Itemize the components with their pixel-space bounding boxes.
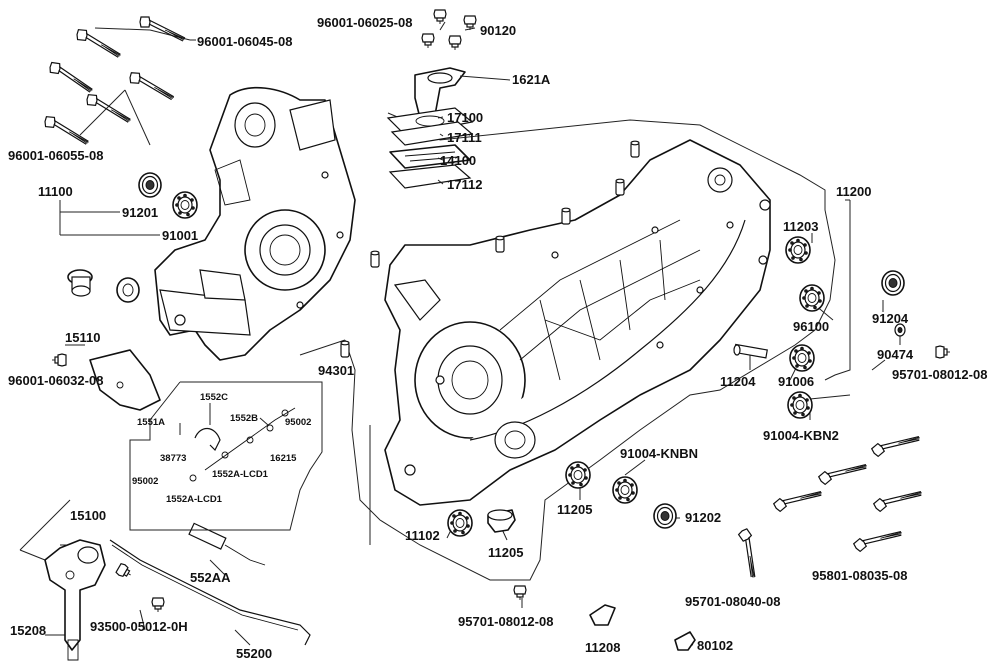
bolt-95701-08012-08-b (513, 585, 527, 601)
label-90120: 90120 (480, 23, 516, 38)
label-96001-06055-08: 96001-06055-08 (8, 148, 103, 163)
label-95701-08012-08-bottom: 95701-08012-08 (458, 614, 553, 629)
label-91004-KNBN: 91004-KNBN (620, 446, 698, 461)
label-17100: 17100 (447, 110, 483, 125)
bolts-95801-08035-08 (852, 419, 924, 564)
oil-pump-15100 (44, 539, 106, 661)
bolt-95701-08012-08 (935, 345, 951, 359)
label-11102: 11102 (405, 528, 440, 543)
bushing-11205-b (487, 509, 516, 533)
inset-label-1552A-LCD1-b: 1552A-LCD1 (166, 494, 223, 505)
oil-seal-91201 (138, 172, 162, 198)
label-11200: 11200 (836, 184, 871, 199)
label-80102: 80102 (697, 638, 733, 653)
bearing-11102 (447, 509, 473, 537)
bracket-15110 (89, 349, 161, 411)
label-93500-05012-0H: 93500-05012-0H (90, 619, 188, 634)
label-96001-06045-08: 96001-06045-08 (197, 34, 292, 49)
intake-pipe-1621A (414, 67, 466, 119)
label-15100: 15100 (70, 508, 106, 523)
reed-valve-17111 (390, 121, 474, 146)
bolts-96001-06055-08 (42, 93, 133, 146)
bolt-93500-05012-0H (114, 562, 135, 581)
group-outline-right-case (344, 112, 836, 581)
label-15110: 15110 (65, 330, 100, 345)
bolts-96001-06045-08 (46, 16, 186, 101)
label-91004-KBN2: 91004-KBN2 (763, 428, 839, 443)
washer-90474 (894, 323, 906, 337)
inset-label-38773: 38773 (160, 453, 186, 464)
bearing-11205-a (565, 461, 591, 489)
label-90474: 90474 (877, 347, 914, 362)
label-95701-08012-08-right: 95701-08012-08 (892, 367, 987, 382)
inset-label-1552C: 1552C (200, 392, 228, 403)
bearing-96100 (799, 284, 825, 312)
inset-label-16215: 16215 (270, 453, 297, 464)
bearing-91006 (789, 344, 815, 372)
label-552AA: 552AA (190, 570, 231, 585)
leader-lines (19, 21, 901, 646)
label-11205-a: 11205 (557, 502, 592, 517)
label-95801-08035-08: 95801-08035-08 (812, 568, 907, 583)
label-11208: 11208 (585, 640, 620, 655)
bushing-left-2 (116, 277, 140, 303)
left-crankcase-half (154, 86, 356, 361)
inset-label-1552B: 1552B (230, 413, 258, 424)
right-crankcase-half (384, 139, 771, 506)
label-17111: 17111 (447, 130, 482, 145)
label-11204: 11204 (720, 374, 756, 389)
bolts-95701-08040-08 (725, 447, 869, 580)
reed-valve-14100 (389, 144, 471, 169)
label-96001-06032-08: 96001-06032-08 (8, 373, 103, 388)
clip-11208 (589, 604, 616, 626)
label-91001: 91001 (162, 228, 198, 243)
oil-cable-55200 (109, 539, 311, 646)
label-91202: 91202 (685, 510, 721, 525)
label-91204: 91204 (872, 311, 909, 326)
clip-80102 (674, 631, 696, 651)
label-14100: 14100 (440, 153, 476, 168)
bearing-91004-KNBN (612, 476, 638, 504)
label-11100: 11100 (38, 184, 73, 199)
bearing-91001 (172, 191, 198, 219)
label-95701-08040-08: 95701-08040-08 (685, 594, 780, 609)
label-55200: 55200 (236, 646, 272, 661)
bearing-91004-KBN2 (787, 391, 813, 419)
inset-label-95002-a: 95002 (285, 417, 311, 428)
label-17112: 17112 (447, 177, 482, 192)
label-96001-06025-08: 96001-06025-08 (317, 15, 412, 30)
label-94301: 94301 (318, 363, 354, 378)
label-96100: 96100 (793, 319, 829, 334)
part-labels: 96001-06025-08 90120 96001-06045-08 1621… (8, 15, 987, 661)
label-11203: 11203 (783, 219, 818, 234)
gasket-17112 (388, 164, 472, 189)
inset-label-1551A: 1551A (137, 417, 165, 428)
bearing-11203 (785, 236, 811, 264)
inset-label-1552A-LCD1-a: 1552A-LCD1 (212, 469, 269, 480)
label-91201: 91201 (122, 205, 158, 220)
oil-line-inset (129, 381, 323, 531)
bolts-top-center (421, 9, 477, 51)
label-11205-b: 11205 (488, 545, 523, 560)
label-91006: 91006 (778, 374, 814, 389)
oil-seal-91202 (653, 503, 677, 529)
bushing-left (67, 269, 93, 297)
label-1621A: 1621A (512, 72, 551, 87)
shaft-11204 (733, 343, 768, 359)
inset-label-95002-b: 95002 (132, 476, 158, 487)
bolt-93500-05012-0H-b (151, 597, 165, 613)
oil-seal-91204 (881, 270, 905, 296)
bolt-96001-06032-08 (51, 353, 67, 367)
label-15208: 15208 (10, 623, 46, 638)
